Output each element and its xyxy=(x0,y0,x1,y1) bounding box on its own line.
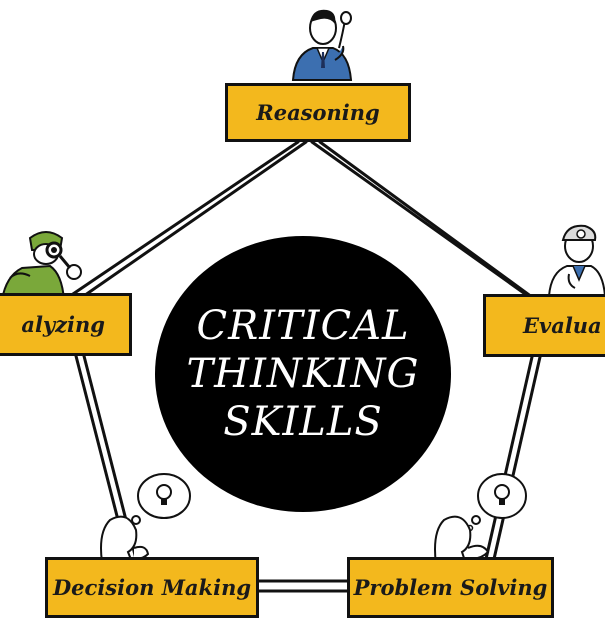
skill-box-problem-solving: Problem Solving xyxy=(347,557,554,618)
skill-label-reasoning: Reasoning xyxy=(256,100,380,125)
thinking-man-icon xyxy=(291,9,353,81)
skill-label-analyzing: alyzing xyxy=(21,312,105,337)
idea-thought-bubble-icon xyxy=(100,473,191,562)
skill-box-decision-making: Decision Making xyxy=(45,557,259,618)
idea-thought-bubble-icon xyxy=(434,473,527,564)
skill-label-evaluating: Evalua xyxy=(523,313,602,338)
detective-icon xyxy=(0,231,82,300)
center-title-line-3: SKILLS xyxy=(223,399,383,445)
skill-box-evaluating: Evalua xyxy=(483,294,605,357)
skill-label-problem-solving: Problem Solving xyxy=(353,575,548,600)
center-title-line-2: THINKING xyxy=(186,351,420,397)
skill-label-decision-making: Decision Making xyxy=(52,575,252,600)
skill-box-analyzing: alyzing xyxy=(0,293,132,356)
skill-box-reasoning: Reasoning xyxy=(225,83,411,142)
center-title-circle: CRITICAL THINKING SKILLS xyxy=(155,236,451,512)
doctor-icon xyxy=(547,224,605,296)
center-title-line-1: CRITICAL xyxy=(196,303,410,349)
